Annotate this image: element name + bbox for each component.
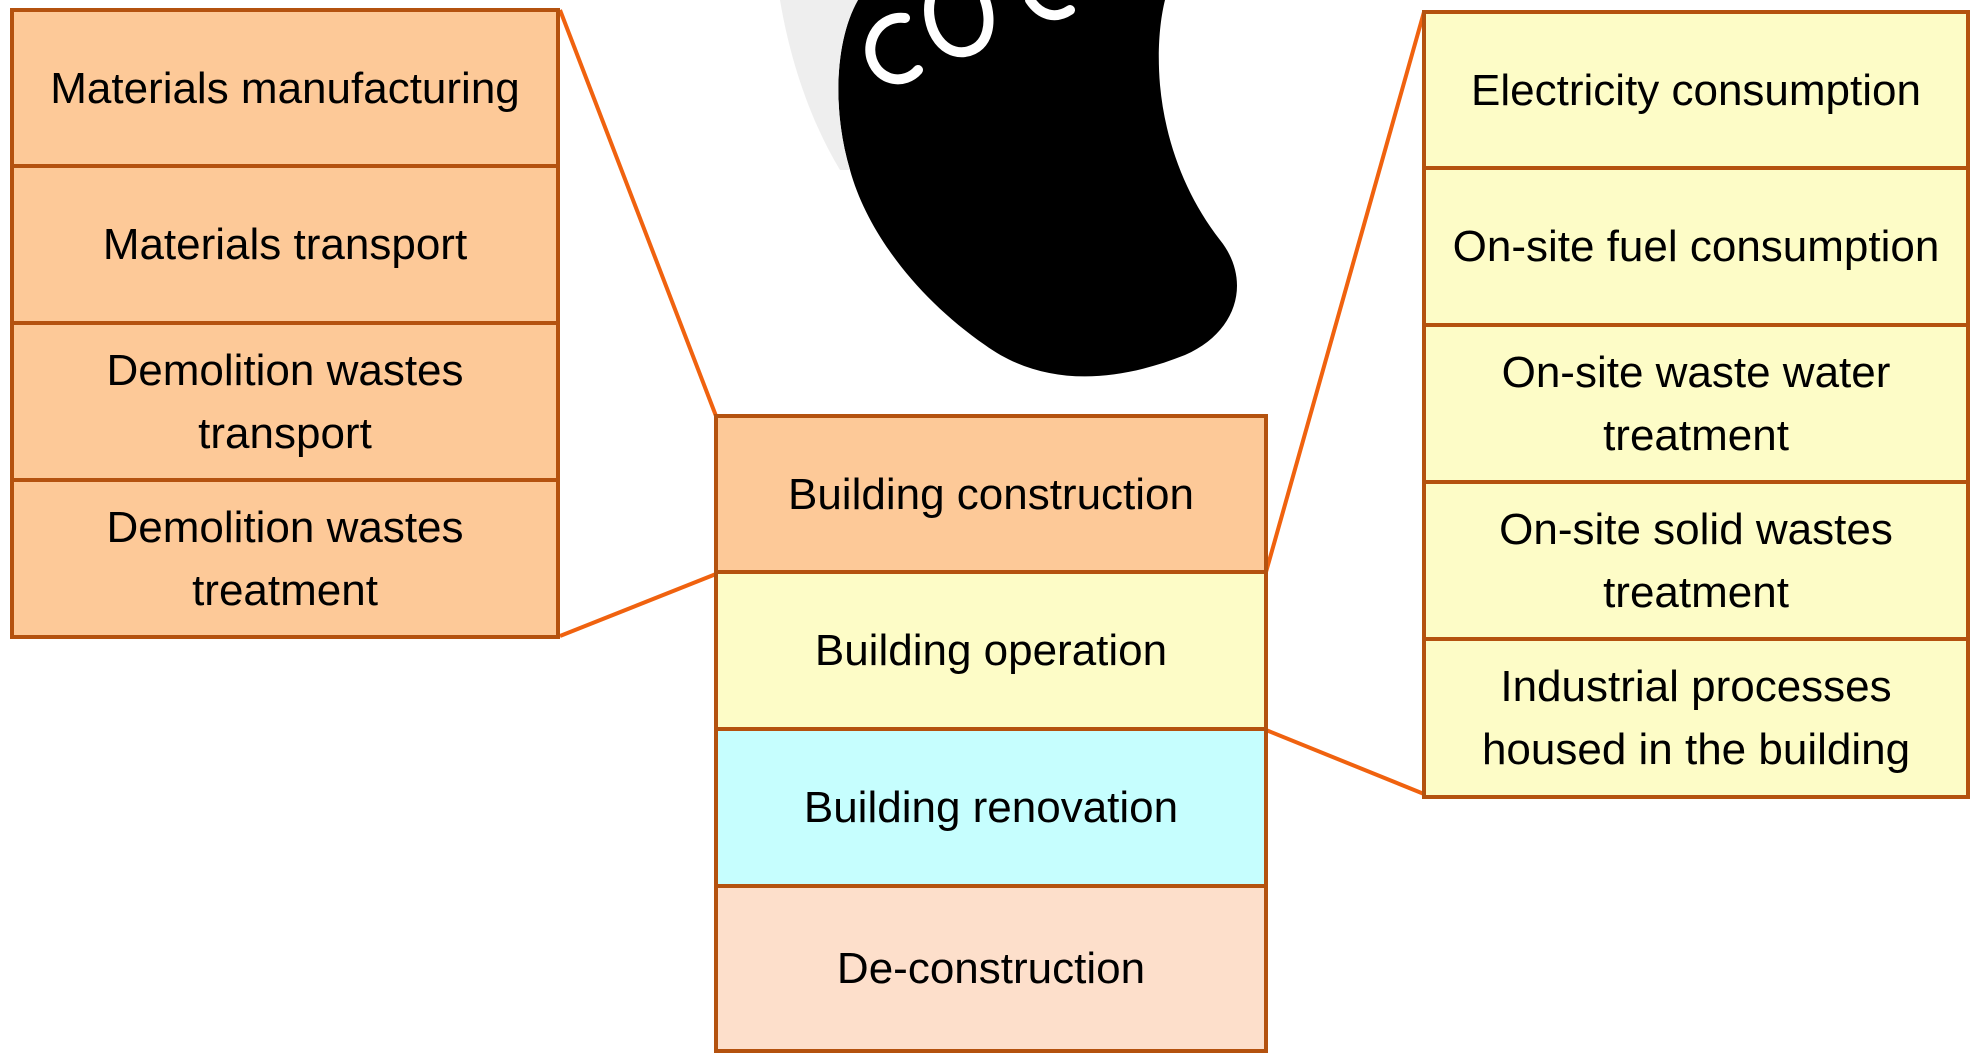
onsite-fuel-consumption-box: On-site fuel consumption <box>1422 170 1970 327</box>
footprint-letter-c <box>865 12 923 85</box>
demolition-wastes-transport-box: Demolition wastes transport <box>10 325 560 482</box>
lifecycle-phase-list: Building construction Building operation… <box>714 414 1268 1053</box>
operation-subprocess-list: Electricity consumption On-site fuel con… <box>1422 10 1970 799</box>
onsite-solid-wastes-treatment-box: On-site solid wastes treatment <box>1422 484 1970 641</box>
building-operation-box: Building operation <box>714 574 1268 731</box>
footprint-letter-fragment <box>1025 0 1075 21</box>
industrial-processes-box: Industrial processes housed in the build… <box>1422 641 1970 799</box>
footprint-shadow <box>780 0 858 170</box>
materials-manufacturing-box: Materials manufacturing <box>10 8 560 168</box>
footprint-letter-o <box>924 0 994 58</box>
demolition-wastes-treatment-box: Demolition wastes treatment <box>10 482 560 639</box>
materials-transport-box: Materials transport <box>10 168 560 325</box>
building-construction-box: Building construction <box>714 414 1268 574</box>
building-renovation-box: Building renovation <box>714 731 1268 888</box>
de-construction-box: De-construction <box>714 888 1268 1053</box>
footprint-shape <box>838 0 1238 377</box>
construction-subprocess-list: Materials manufacturing Materials transp… <box>10 8 560 639</box>
electricity-consumption-box: Electricity consumption <box>1422 10 1970 170</box>
onsite-waste-water-treatment-box: On-site waste water treatment <box>1422 327 1970 484</box>
